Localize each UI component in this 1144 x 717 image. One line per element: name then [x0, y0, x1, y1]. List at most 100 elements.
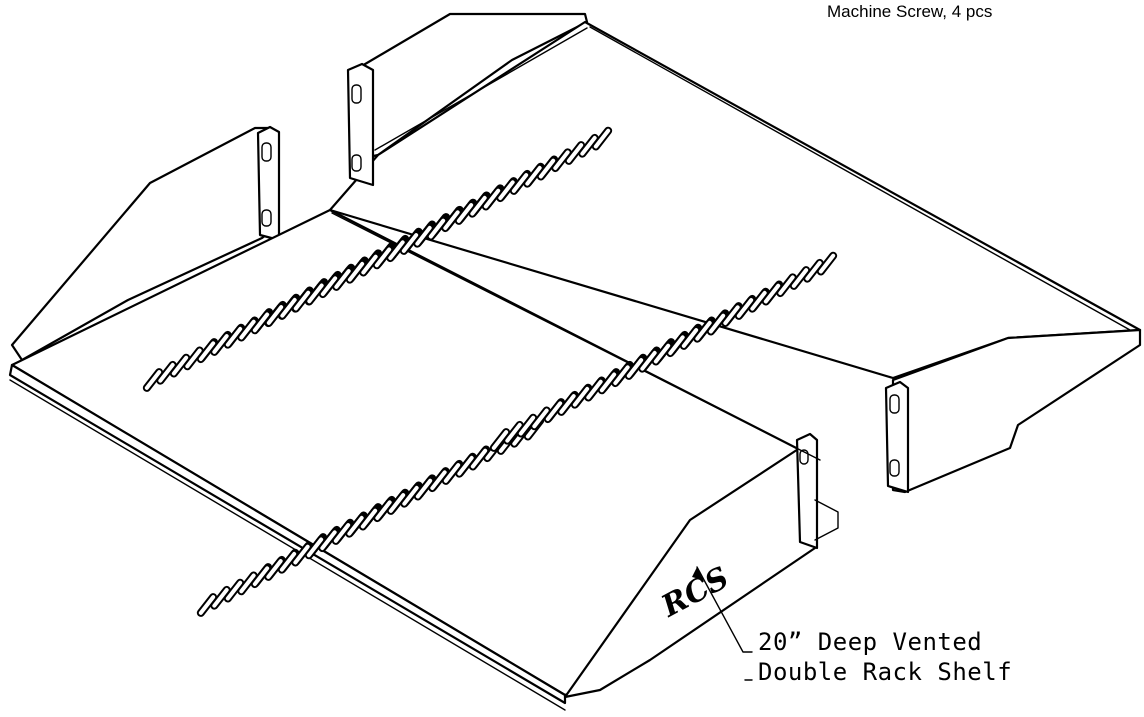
vent-slot	[183, 346, 204, 371]
vent-slot	[318, 274, 340, 299]
vent-slot	[748, 288, 769, 313]
vent-slot	[509, 171, 531, 195]
vent-slot	[332, 267, 353, 291]
front-right-ear-hole	[799, 449, 809, 465]
vent-slot	[223, 578, 245, 603]
callout-line-1: 20” Deep Vented	[758, 628, 983, 656]
rear-shelf	[328, 12, 1142, 494]
front-left-mounting-ear	[256, 125, 281, 242]
vent-slot	[597, 370, 619, 395]
vent-slot	[441, 208, 462, 233]
callout-leader-line	[696, 566, 753, 653]
vent-slot	[468, 193, 489, 218]
center-bracket	[814, 499, 839, 541]
vent-slot	[803, 258, 824, 283]
vent-slot	[428, 468, 449, 493]
vent-slot	[468, 446, 490, 471]
vent-slot	[359, 252, 380, 277]
vent-slot	[142, 368, 164, 392]
vent-slot	[373, 498, 394, 523]
vent-slot	[706, 311, 728, 336]
vent-slot	[666, 333, 687, 358]
vent-slot	[496, 178, 517, 203]
rear-left-ear-hole-top	[351, 84, 362, 104]
vent-slot	[426, 216, 448, 241]
vent-slot	[523, 163, 544, 188]
vent-slot-group	[142, 126, 838, 617]
vent-slot	[196, 339, 218, 364]
vent-slot	[264, 557, 285, 581]
vent-slot	[651, 341, 673, 366]
vent-slot	[584, 377, 605, 402]
vent-slot	[156, 360, 177, 385]
vent-slot	[503, 420, 524, 445]
vent-slot	[789, 266, 811, 290]
front-lip-lower-edge	[9, 379, 566, 711]
vent-slot	[624, 356, 646, 380]
rear-shelf-edge-line	[589, 26, 1131, 331]
vent-slot	[237, 317, 258, 342]
vent-slot	[291, 542, 312, 567]
vent-slot	[386, 238, 407, 263]
front-shelf-front-lip	[8, 363, 567, 705]
rear-left-ear-hole-bottom	[351, 154, 362, 172]
vent-slot	[223, 324, 245, 349]
callout-line-2: Double Rack Shelf	[758, 658, 1013, 686]
vent-slot	[557, 392, 578, 416]
vent-slot	[570, 384, 592, 409]
vent-slot	[400, 483, 421, 508]
vent-slot	[679, 326, 701, 350]
front-shelf	[8, 125, 839, 711]
vent-slot	[564, 141, 586, 165]
vent-slot	[399, 231, 421, 255]
vent-slot	[291, 288, 313, 313]
vent-slot	[454, 201, 476, 225]
vent-slot	[318, 528, 339, 553]
vent-slot	[345, 513, 366, 538]
vent-slot	[210, 585, 231, 610]
vent-slot	[516, 413, 538, 438]
callout-arrowhead	[692, 567, 703, 580]
vent-slot	[277, 549, 299, 574]
vent-slot	[734, 296, 756, 320]
vent-slot	[591, 126, 613, 151]
vent-slot	[441, 461, 463, 485]
vent-slot	[237, 571, 258, 596]
front-right-mounting-ear	[795, 432, 819, 550]
vent-slot	[776, 273, 797, 298]
rear-right-ear-hole-bottom	[889, 459, 900, 477]
vent-slot	[169, 353, 191, 378]
vent-slot	[305, 281, 326, 306]
vent-slot	[210, 332, 231, 356]
front-left-ear-hole-top	[261, 142, 272, 162]
vent-slot	[536, 156, 558, 181]
vent-slot	[638, 348, 659, 373]
vent-slot	[693, 318, 714, 343]
vent-slot	[543, 399, 565, 424]
vent-slot	[551, 148, 572, 173]
vent-slot	[196, 593, 218, 617]
rear-right-ear-hole-top	[889, 394, 900, 414]
vent-slot	[250, 564, 272, 589]
vent-slot	[278, 295, 299, 320]
vent-slot	[413, 223, 434, 248]
shelf-seam-line	[331, 212, 821, 461]
vent-slot	[816, 251, 838, 276]
vent-slot	[358, 506, 380, 531]
rear-right-side-wall	[891, 328, 1142, 494]
vent-slot	[530, 406, 551, 431]
rear-right-mounting-ear	[884, 380, 910, 494]
vent-slot	[481, 186, 503, 211]
vent-slot	[345, 259, 367, 284]
vent-slot	[331, 521, 353, 545]
vent-slot	[413, 476, 435, 501]
vent-slot	[304, 535, 326, 560]
vent-slot	[455, 453, 476, 478]
vent-slot	[264, 303, 286, 327]
hardware-note: Machine Screw, 4 pcs	[827, 2, 993, 21]
vent-slot	[372, 245, 394, 270]
vent-slot	[578, 133, 599, 158]
vent-slot	[250, 310, 272, 335]
